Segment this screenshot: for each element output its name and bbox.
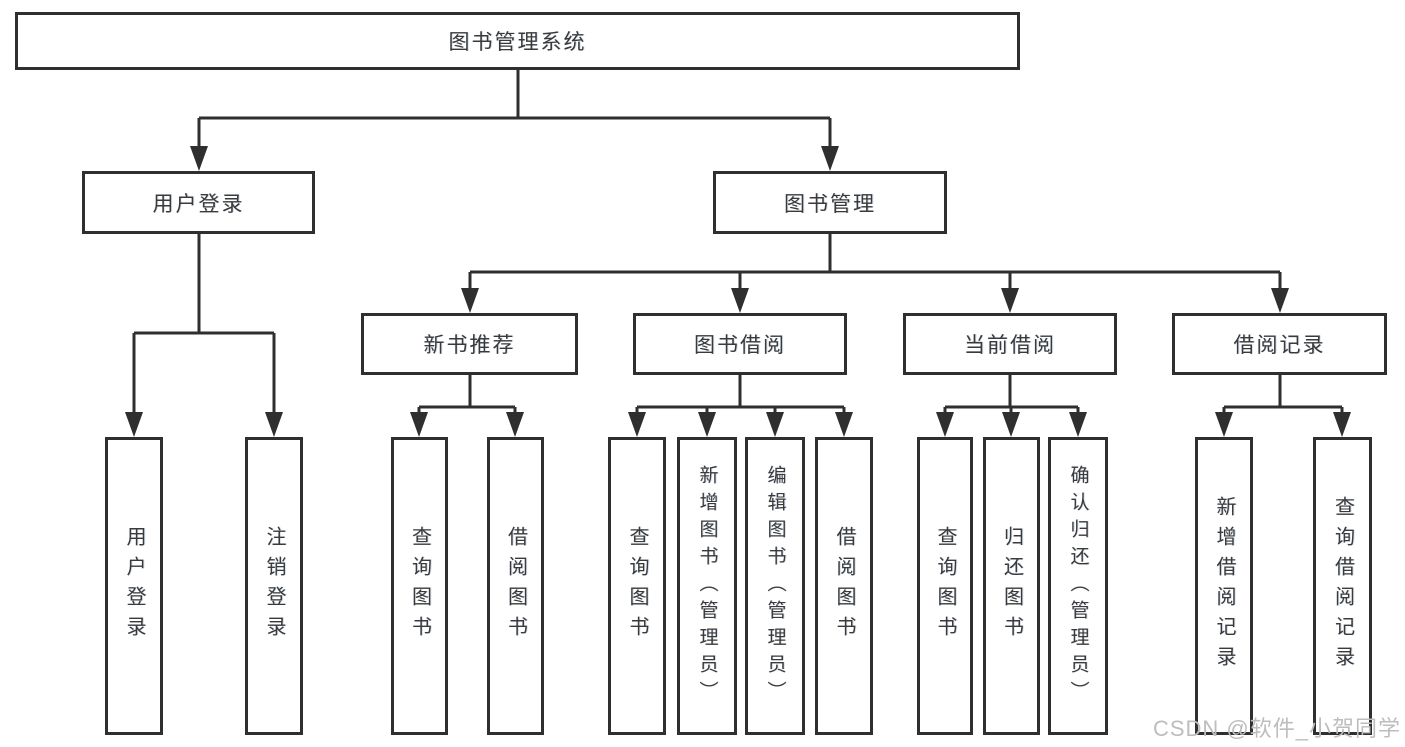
leaf-label: 借阅图书 — [504, 526, 527, 646]
node-borrowing-records: 借阅记录 — [1172, 313, 1387, 375]
leaf-user-login: 用户登录 — [105, 437, 163, 735]
leaf-label: 查询图书 — [626, 526, 648, 646]
leaf-label: 编辑图书（管理员） — [764, 464, 786, 708]
node-current-borrowing: 当前借阅 — [903, 313, 1117, 375]
node-label: 当前借阅 — [964, 334, 1056, 357]
leaf-borrow-books-1: 借阅图书 — [487, 437, 544, 735]
leaf-edit-book-admin: 编辑图书（管理员） — [745, 437, 805, 735]
node-new-book-recommendation: 新书推荐 — [361, 313, 578, 375]
node-user-login: 用户登录 — [82, 171, 315, 234]
leaf-query-borrow-record: 查询借阅记录 — [1313, 437, 1372, 735]
node-label: 用户登录 — [152, 192, 245, 216]
leaf-label: 新增借阅记录 — [1213, 496, 1235, 676]
node-label: 图书借阅 — [694, 334, 786, 357]
leaf-query-books-1: 查询图书 — [391, 437, 448, 735]
leaf-label: 查询借阅记录 — [1331, 496, 1354, 676]
leaf-label: 查询图书 — [408, 526, 431, 646]
leaf-label: 注销登录 — [263, 526, 285, 646]
csdn-watermark: CSDN @软件_小贺同学 — [1152, 716, 1401, 741]
node-label: 借阅记录 — [1233, 334, 1326, 357]
node-book-management: 图书管理 — [713, 171, 947, 234]
node-label: 新书推荐 — [423, 334, 516, 357]
leaf-label: 新增图书（管理员） — [696, 464, 718, 708]
node-label: 图书管理系统 — [448, 31, 587, 54]
leaf-label: 查询图书 — [934, 526, 956, 646]
node-book-borrowing: 图书借阅 — [633, 313, 847, 375]
leaf-label: 用户登录 — [123, 526, 145, 646]
leaf-confirm-return-admin: 确认归还（管理员） — [1048, 437, 1108, 735]
leaf-borrow-books-2: 借阅图书 — [815, 437, 873, 735]
node-library-management-system: 图书管理系统 — [15, 12, 1020, 70]
leaf-add-borrow-record: 新增借阅记录 — [1195, 437, 1253, 735]
leaf-query-books-3: 查询图书 — [917, 437, 973, 735]
leaf-add-book-admin: 新增图书（管理员） — [677, 437, 737, 735]
leaf-label: 确认归还（管理员） — [1067, 464, 1089, 708]
leaf-return-books: 归还图书 — [983, 437, 1040, 735]
leaf-label: 归还图书 — [1000, 526, 1023, 646]
leaf-logout: 注销登录 — [245, 437, 303, 735]
leaf-label: 借阅图书 — [833, 526, 855, 646]
leaf-query-books-2: 查询图书 — [608, 437, 666, 735]
node-label: 图书管理 — [784, 192, 876, 216]
